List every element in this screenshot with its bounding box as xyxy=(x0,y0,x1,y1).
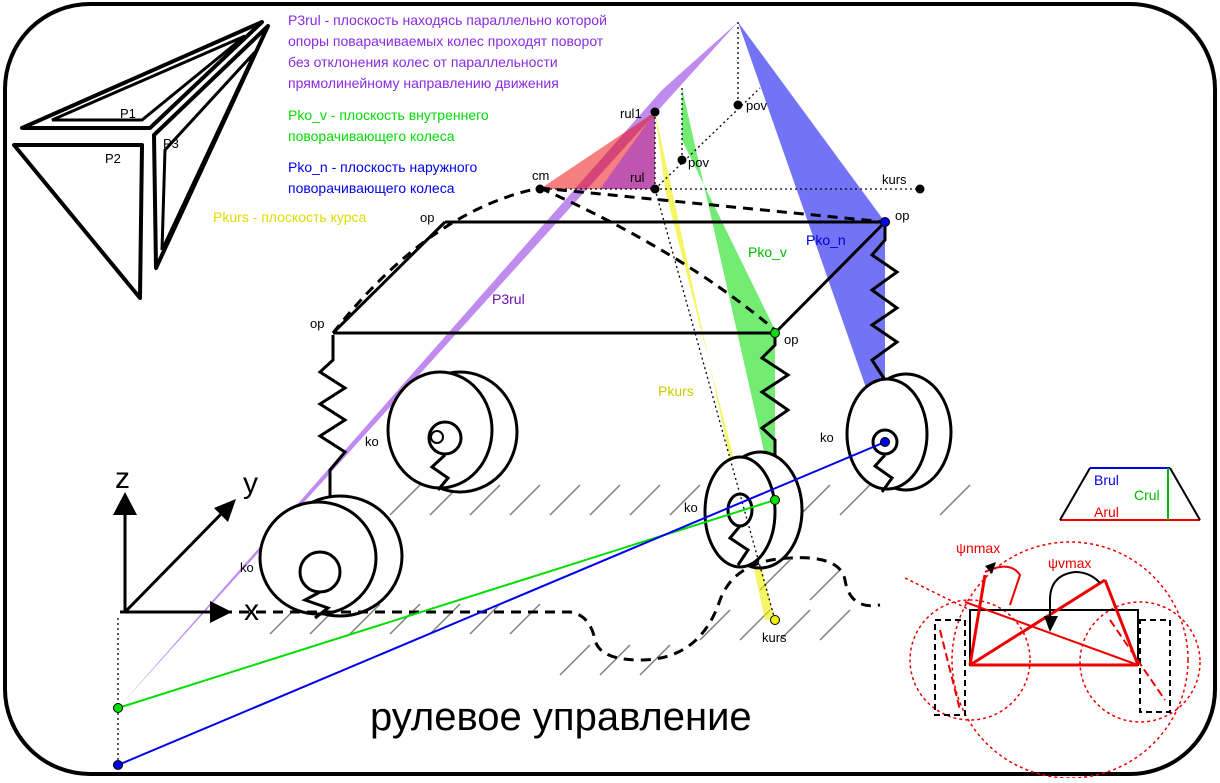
steering-angle-diagram: ψnmax ψvmax xyxy=(904,540,1201,779)
plane-purple-small xyxy=(600,112,655,189)
ground-dashed-line xyxy=(120,556,881,662)
plane-label-p3rul: P3rul xyxy=(492,291,525,307)
svg-text:опоры поварачиваемых колес про: опоры поварачиваемых колес проходят пово… xyxy=(288,33,604,49)
prism-label-p2: P2 xyxy=(105,151,121,166)
label-cm: cm xyxy=(532,168,549,183)
trapezoid-label-arul: Arul xyxy=(1094,504,1119,520)
ground-hatching xyxy=(269,484,971,676)
spring-rear-right xyxy=(759,333,791,458)
svg-text:P3rul - плоскость находясь пар: P3rul - плоскость находясь параллельно к… xyxy=(288,12,607,28)
label-op-left: op xyxy=(310,316,324,331)
trapezoid-label-crul: Crul xyxy=(1134,487,1160,503)
plane-pko-n xyxy=(738,22,885,442)
label-rul1: rul1 xyxy=(620,106,642,121)
axis-label-x: x xyxy=(244,594,259,627)
label-ko-front-right: ko xyxy=(820,430,834,445)
label-kurs-top: kurs xyxy=(882,172,907,187)
svg-text:Pko_n - плоскость наружного: Pko_n - плоскость наружного xyxy=(288,159,477,175)
label-ko-rear-left: ko xyxy=(240,560,254,575)
points xyxy=(113,100,925,770)
label-pov-top: pov xyxy=(746,98,767,113)
plane-label-pkurs: Pkurs xyxy=(658,383,694,399)
construction-lines xyxy=(117,22,920,765)
label-kurs-bottom: kurs xyxy=(762,630,787,645)
legend-pkurs: Pkurs - плоскость курса xyxy=(213,209,366,225)
wheel-front-left xyxy=(386,370,519,494)
wheel-front-right xyxy=(845,372,953,493)
legend-pko-v: Pko_v - плоскость внутреннего поворачива… xyxy=(288,107,489,144)
svg-text:прямолинейному направлению дви: прямолинейному направлению движения xyxy=(288,75,559,91)
axis-label-y: y xyxy=(243,467,258,500)
label-op-top-left: op xyxy=(420,210,434,225)
wheel-rear-left xyxy=(258,494,404,620)
angle-label-v: ψvmax xyxy=(1048,555,1091,571)
label-ko-front-left: ko xyxy=(365,434,379,449)
outer-frame xyxy=(3,2,1217,776)
axis-label-z: z xyxy=(115,462,130,495)
label-ko-rear-right: ko xyxy=(684,500,698,515)
label-op-top-right: op xyxy=(895,208,909,223)
svg-text:поворачивающего колеса: поворачивающего колеса xyxy=(288,180,455,196)
projection-line-green xyxy=(117,499,776,709)
svg-text:без отклонения колес от паралл: без отклонения колес от параллельности xyxy=(288,54,558,70)
axes: z y x xyxy=(113,462,259,627)
label-rul: rul xyxy=(630,170,645,185)
svg-text:поворачивающего колеса: поворачивающего колеса xyxy=(288,128,455,144)
spring-front-right xyxy=(869,222,900,381)
label-pov: pov xyxy=(688,155,709,170)
svg-text:Pko_v - плоскость внутреннего: Pko_v - плоскость внутреннего xyxy=(288,107,489,123)
diagram-title: рулевое управление xyxy=(370,695,752,739)
label-op-right: op xyxy=(784,332,798,347)
projection-line-blue xyxy=(117,441,886,766)
prism-icon: P1 P2 P3 xyxy=(12,20,270,300)
plane-label-pko-n: Pko_n xyxy=(806,232,846,248)
plane-pko-v xyxy=(682,88,775,500)
legend-p3rul: P3rul - плоскость находясь параллельно к… xyxy=(288,12,607,91)
wheel-rear-right xyxy=(703,450,804,570)
chassis xyxy=(331,186,887,335)
prism-label-p1: P1 xyxy=(120,106,136,121)
plane-label-pko-v: Pko_v xyxy=(748,244,787,260)
legend-pko-n: Pko_n - плоскость наружного поворачивающ… xyxy=(288,159,477,196)
trapezoid-label-brul: Brul xyxy=(1094,472,1119,488)
prism-label-p3: P3 xyxy=(163,136,179,151)
spring-front-left xyxy=(317,335,348,510)
angle-label-n: ψnmax xyxy=(956,540,1000,556)
trapezoid: Brul Crul Arul xyxy=(1059,467,1201,521)
